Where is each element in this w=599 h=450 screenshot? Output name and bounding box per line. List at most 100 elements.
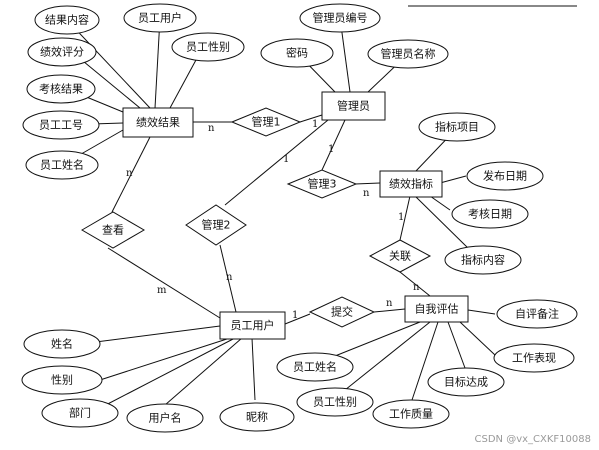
attr-self-note: 自评备注: [496, 299, 578, 329]
card-manage3-admin: 1: [328, 144, 334, 155]
edge-manage3-indicator: [354, 182, 381, 185]
svg-text:目标达成: 目标达成: [444, 375, 488, 389]
svg-text:管理员: 管理员: [337, 99, 370, 113]
svg-text:管理员名称: 管理员名称: [381, 47, 436, 61]
edge-view-employee: [107, 247, 221, 319]
edge-manage3-admin: [321, 119, 346, 171]
svg-text:员工性别: 员工性别: [186, 40, 230, 54]
edge-indicator-content: [414, 195, 471, 251]
attr-perf-result-score: 绩效评分: [27, 37, 97, 67]
edge-submit-self: [373, 308, 406, 313]
svg-text:姓名: 姓名: [51, 337, 73, 351]
svg-text:提交: 提交: [331, 305, 353, 319]
rel-related: 关联: [368, 239, 432, 273]
edge-manage2-employee: [219, 244, 237, 313]
edge-self-name: [334, 321, 421, 357]
attr-employee-gender: 性别: [21, 365, 103, 395]
svg-text:员工姓名: 员工姓名: [40, 158, 84, 172]
attr-perf-result-id: 员工工号: [22, 110, 100, 140]
svg-text:员工用户: 员工用户: [138, 11, 182, 25]
edge-self-note: [467, 309, 496, 315]
svg-text:指标项目: 指标项目: [435, 120, 479, 134]
svg-text:员工用户: 员工用户: [231, 318, 275, 332]
attr-employee-dept: 部门: [41, 398, 119, 428]
edge-indicator-assess-date: [429, 195, 451, 211]
edge-perf-result-content: [66, 19, 151, 109]
attr-indicator-content: 指标内容: [444, 245, 522, 275]
attr-admin-name: 管理员名称: [367, 39, 449, 69]
rel-manage2: 管理2: [185, 204, 247, 246]
attr-self-gender: 员工性别: [296, 387, 374, 417]
card-manage2-employee: n: [226, 272, 233, 283]
rel-manage1: 管理1: [230, 107, 302, 137]
attr-perf-result-employee: 员工用户: [123, 3, 197, 33]
attr-perf-result-gender: 员工性别: [171, 32, 245, 62]
card-submit-self: n: [386, 298, 393, 309]
svg-text:员工工号: 员工工号: [39, 119, 83, 132]
attr-indicator-publish: 发布日期: [466, 161, 544, 191]
attr-employee-name: 姓名: [23, 329, 101, 359]
edge-manage1-admin: [299, 114, 323, 123]
watermark: CSDN @vx_CXKF10088: [475, 434, 591, 445]
card-manage3-indicator: n: [363, 188, 370, 199]
card-submit-employee: 1: [292, 310, 298, 321]
svg-text:自我评估: 自我评估: [415, 303, 459, 316]
attr-indicator-assess-date: 考核日期: [451, 199, 529, 229]
attr-perf-result-name: 员工姓名: [25, 150, 99, 180]
edge-related-self: [399, 271, 431, 297]
attr-employee-nickname: 昵称: [219, 402, 295, 432]
svg-text:性别: 性别: [51, 373, 73, 387]
svg-text:绩效指标: 绩效指标: [389, 177, 433, 191]
edge-self-gender: [344, 321, 431, 391]
svg-text:昵称: 昵称: [246, 410, 268, 424]
svg-text:管理员编号: 管理员编号: [313, 11, 368, 25]
svg-text:绩效结果: 绩效结果: [136, 115, 180, 129]
rel-view: 查看: [81, 211, 145, 249]
svg-text:员工性别: 员工性别: [313, 395, 357, 409]
edge-indicator-publish: [439, 175, 467, 184]
edge-manage2-admin: [224, 119, 329, 206]
svg-text:考核日期: 考核日期: [468, 207, 512, 221]
attr-self-quality: 工作质量: [372, 399, 450, 429]
edge-self-quality: [410, 321, 439, 404]
svg-text:绩效评分: 绩效评分: [40, 45, 84, 59]
svg-text:员工姓名: 员工姓名: [293, 360, 337, 374]
attr-admin-pwd: 密码: [260, 38, 334, 68]
attr-self-name: 员工姓名: [276, 352, 354, 382]
entity-employee: 员工用户: [219, 311, 286, 340]
edge-submit-employee: [284, 313, 311, 325]
svg-text:管理1: 管理1: [252, 115, 281, 129]
attr-perf-result-assess: 考核结果: [26, 74, 96, 104]
attr-self-goal: 目标达成: [427, 367, 505, 397]
edge-related-indicator: [399, 195, 411, 241]
attr-self-performance: 工作表现: [493, 343, 575, 373]
svg-text:关联: 关联: [389, 249, 411, 263]
edge-employee-nickname: [251, 337, 256, 401]
svg-text:查看: 查看: [102, 223, 124, 237]
edge-view-result: [111, 136, 151, 213]
entity-self-eval: 自我评估: [404, 295, 469, 323]
svg-text:部门: 部门: [69, 406, 91, 420]
svg-text:管理3: 管理3: [308, 177, 337, 191]
svg-text:密码: 密码: [286, 46, 308, 60]
edge-employee-gender: [99, 337, 231, 381]
svg-text:用户名: 用户名: [149, 411, 182, 425]
card-manage1-admin: 1: [312, 119, 318, 130]
svg-text:结果内容: 结果内容: [45, 13, 89, 27]
svg-text:指标内容: 指标内容: [461, 253, 505, 267]
edge-self-goal: [447, 321, 466, 369]
attr-perf-result-content: 结果内容: [34, 5, 100, 35]
card-manage2-admin: 1: [283, 154, 289, 165]
entity-perf-indicator: 绩效指标: [379, 170, 443, 198]
entity-perf-result: 绩效结果: [122, 107, 194, 138]
svg-text:管理2: 管理2: [202, 218, 231, 232]
attr-admin-id: 管理员编号: [299, 3, 381, 33]
svg-text:工作质量: 工作质量: [389, 408, 433, 421]
edge-employee-dept: [99, 337, 236, 409]
attr-employee-username: 用户名: [126, 403, 204, 433]
svg-text:考核结果: 考核结果: [39, 82, 83, 96]
svg-text:工作表现: 工作表现: [512, 351, 556, 365]
entity-admin: 管理员: [321, 91, 386, 121]
card-view-result: n: [126, 168, 133, 179]
